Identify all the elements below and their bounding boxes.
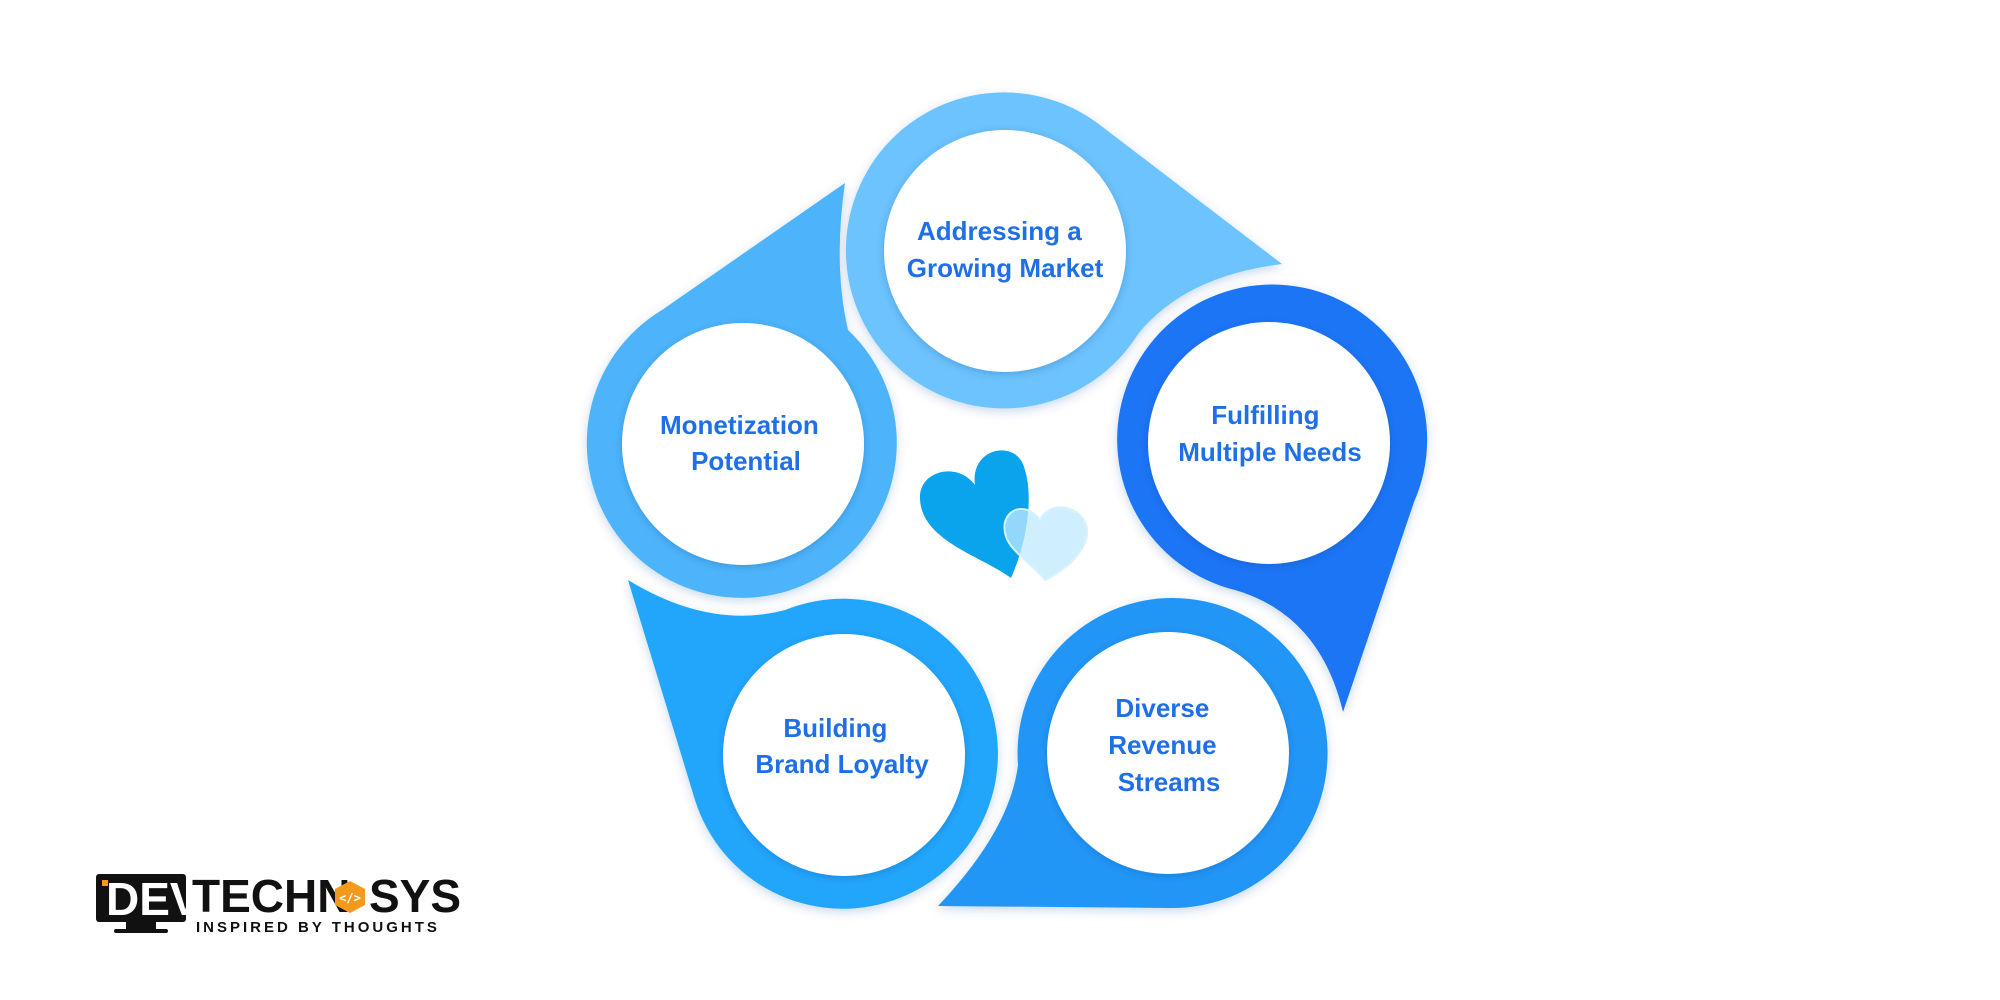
- hearts-icon: [919, 450, 1089, 582]
- node-label-bottom-left: Building Brand Loyalty: [755, 713, 929, 779]
- logo-brand-left: TECHN: [192, 870, 350, 922]
- node-inner-circle-bottom-left: [723, 634, 965, 876]
- logo-monitor-stand: [126, 922, 156, 929]
- logo-accent-mark: [102, 880, 108, 886]
- node-label-line: Monetization: [660, 410, 819, 440]
- logo-code-glyph: </>: [339, 891, 361, 905]
- logo-monitor-base: [114, 929, 168, 933]
- node-label-line: Streams: [1118, 767, 1221, 797]
- node-inner-circle-left: [622, 323, 864, 565]
- node-inner-circle-right: [1148, 322, 1390, 564]
- node-label-left: Monetization Potential: [660, 410, 826, 476]
- node-label-top: Addressing a Growing Market: [907, 216, 1104, 283]
- logo-dev-text: DEV: [106, 873, 201, 925]
- company-logo: DEV TECHN </> SYS INSPIRED BY THOUGHTS: [96, 870, 461, 936]
- logo-brand-right: SYS: [369, 870, 461, 922]
- node-label-line: Diverse: [1115, 693, 1209, 723]
- node-inner-circle-top: [884, 130, 1126, 372]
- node-label-line: Addressing a: [917, 216, 1082, 246]
- logo-tagline: INSPIRED BY THOUGHTS: [196, 919, 440, 936]
- heart-secondary-icon: [1003, 506, 1089, 582]
- logo-code-hex-icon: [335, 881, 365, 913]
- heart-primary-icon: [919, 450, 1029, 578]
- node-label-line: Revenue: [1108, 730, 1216, 760]
- node-label-line: Fulfilling: [1211, 400, 1319, 430]
- node-label-line: Multiple Needs: [1178, 437, 1361, 467]
- node-label-line: Building: [783, 713, 887, 743]
- logo-monitor: [96, 874, 186, 922]
- node-label-line: Growing Market: [907, 253, 1104, 283]
- node-label-line: Brand Loyalty: [755, 749, 929, 779]
- node-label-line: Potential: [691, 446, 801, 476]
- node-inner-circle-bottom-right: [1047, 632, 1289, 874]
- node-label-right: Fulfilling Multiple Needs: [1178, 400, 1361, 467]
- node-label-bottom-right: Diverse Revenue Streams: [1108, 693, 1224, 797]
